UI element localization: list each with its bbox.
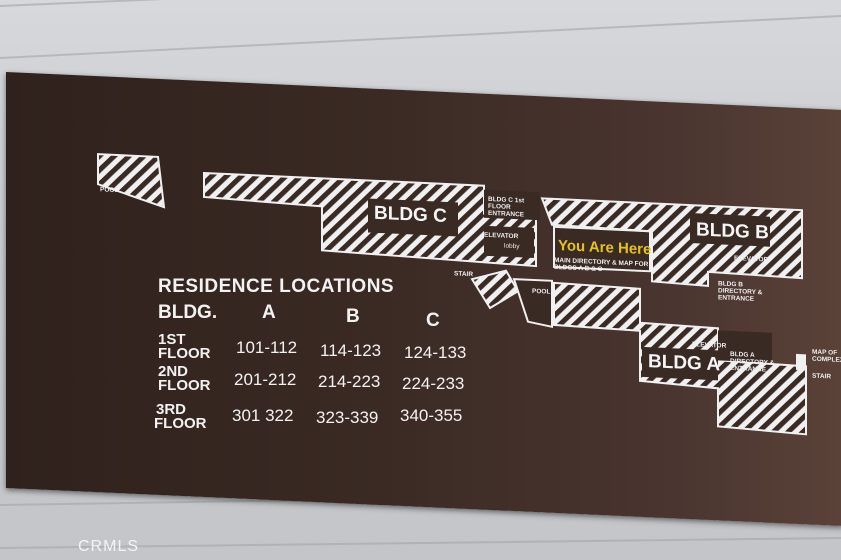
residence-title: RESIDENCE LOCATIONS (158, 276, 395, 297)
floor-2-line1: 2ND (158, 363, 189, 380)
bldg-a-label: BLDG A (648, 351, 721, 376)
floor-1-line2: FLOOR (158, 345, 211, 362)
pool-center-label: POOL (532, 287, 551, 296)
bldg-b-label: BLDG B (696, 219, 769, 244)
floor-3-c: 340-355 (400, 406, 463, 425)
stair-left-label: STAIR (454, 270, 474, 279)
site-map (97, 153, 807, 436)
pool-label: POOL (100, 186, 119, 195)
pool-center-icon (512, 278, 553, 329)
column-b: B (346, 306, 360, 327)
floor-2-a: 201-212 (234, 370, 297, 389)
floor-2-c: 224-233 (402, 374, 465, 393)
bldg-c-entrance-label: BLDG C 1st FLOOR ENTRANCE (488, 195, 525, 219)
elevator-b-label: ELEVATOR (734, 255, 769, 264)
floor-3-line2: FLOOR (154, 415, 207, 432)
floor-1-c: 124-133 (404, 343, 467, 362)
floor-2-line2: FLOOR (158, 377, 211, 394)
map-of-complex-label: MAP OF COMPLEX (812, 348, 841, 365)
directory-sign: POOL BLDG C BLDG C 1st FLOOR ENTRANCE EL… (6, 72, 841, 527)
bldg-a-directory-label: BLDG A DIRECTORY & ENTRANCE (730, 350, 775, 374)
stair-right-label: STAIR (812, 372, 832, 381)
column-a: A (262, 302, 276, 323)
elevator-a-label: ELEVATOR (692, 341, 727, 350)
crmls-watermark: CRMLS (78, 538, 140, 555)
bldg-b-directory-label: BLDG B DIRECTORY & ENTRANCE (718, 280, 763, 303)
bldg-c-label: BLDG C (374, 202, 447, 228)
floor-2-b: 214-223 (318, 372, 381, 391)
pool-icon (97, 153, 166, 209)
lobby-label: lobby (504, 242, 520, 251)
floor-3-line1: 3RD (156, 401, 187, 418)
column-c: C (426, 310, 440, 331)
bldg-header: BLDG. (158, 302, 218, 323)
elevator-c-label: ELEVATOR (484, 231, 519, 241)
floor-3-a: 301 322 (232, 406, 294, 425)
floor-1-a: 101-112 (236, 338, 298, 357)
floor-3-b: 323-339 (316, 408, 379, 427)
floor-1-line1: 1ST (158, 331, 186, 348)
floor-1-b: 114-123 (320, 341, 382, 360)
